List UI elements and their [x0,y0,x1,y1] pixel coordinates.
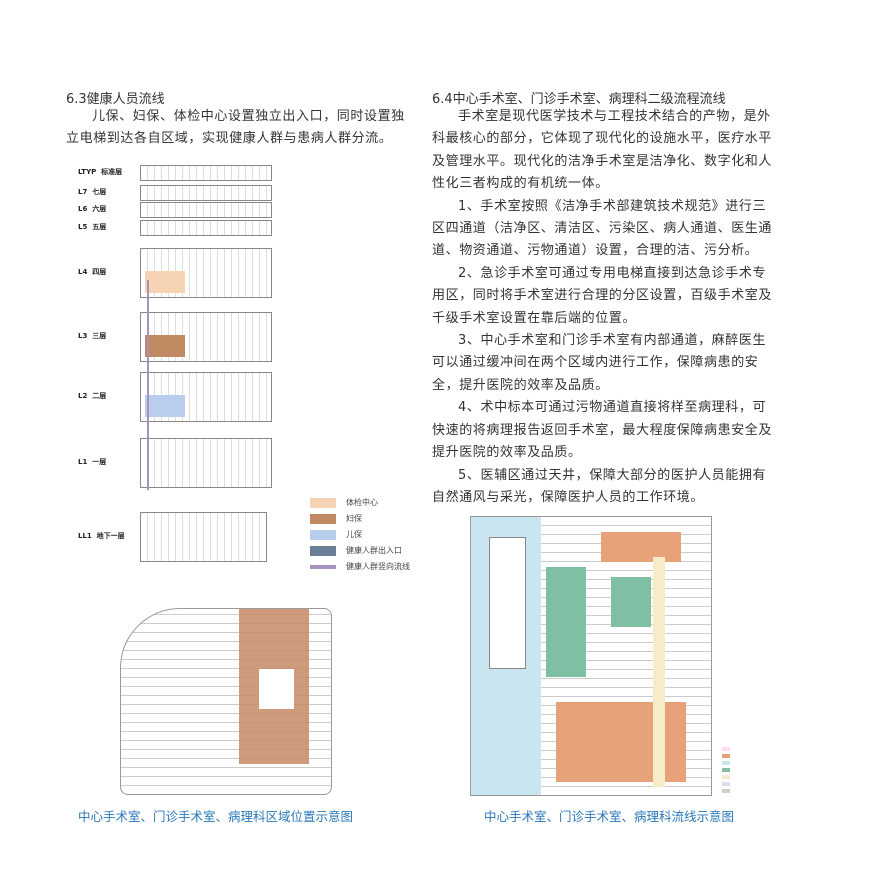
paragraph: 5、医辅区通过天井，保障大部分的医护人员能拥有自然通风与采光，保障医护人员的工作… [432,467,767,505]
legend-swatch [310,564,336,569]
legend-swatch [722,761,730,765]
vertical-flow-line [147,280,149,490]
paragraph: 手术室是现代医学技术与工程技术结合的产物，是外科最核心的部分，它体现了现代化的设… [432,109,773,192]
floor-name: 六层 [92,205,107,213]
surgery-area-location-plan [120,608,332,795]
legend-swatch [310,497,336,508]
legend-swatch [722,747,730,751]
legend-label: 儿保 [346,530,362,539]
legend-item: 健康人群竖向流线 [310,561,410,572]
floor-plan [140,220,272,236]
paragraph: 4、术中标本可通过污物通道直接将样至病理科，可快速的将病理报告返回手术室，最大程… [432,400,773,461]
floor-label: LTYP 标准层 [78,167,122,177]
floor-name: 三层 [92,332,107,340]
legend-swatch [722,768,730,772]
floor-code: L2 [78,392,88,400]
floor-name: 七层 [92,188,107,196]
legend-label: 妇保 [346,514,362,523]
courtyard [259,669,294,709]
legend-swatch [310,529,336,540]
legend-item: 儿保 [310,529,362,540]
highlight-zone [145,271,185,293]
legend-swatch [722,775,730,779]
floor-name: 四层 [92,268,107,276]
green-zone [546,567,586,677]
corridor [653,557,665,787]
floor-plan [140,248,272,298]
section-6-4-body: 手术室是现代医学技术与工程技术结合的产物，是外科最核心的部分，它体现了现代化的设… [432,106,772,509]
floor-code: L7 [78,188,88,196]
floor-plan [140,185,272,201]
green-zone [611,577,651,627]
floor-code: L5 [78,223,88,231]
legend-swatch [310,545,336,556]
floor-plan [140,372,272,422]
highlight-zone [145,395,185,417]
floor-label: L4 四层 [78,267,106,277]
legend-label: 体检中心 [346,498,378,507]
legend-item: 体检中心 [310,497,378,508]
floor-plan [140,438,272,488]
paragraph: 1、手术室按照《洁净手术部建筑技术规范》进行三区四通道（洁净区、清洁区、污染区、… [432,198,773,259]
legend-swatch [310,513,336,524]
floor-label: L2 二层 [78,391,106,401]
section-heading-6-4: 6.4中心手术室、门诊手术室、病理科二级流程流线 [432,92,726,107]
surgery-flow-plan [470,516,712,796]
floor-plan [140,202,272,218]
legend-swatch [722,789,730,793]
legend-label: 健康人群出入口 [346,546,402,555]
floor-code: L3 [78,332,88,340]
left-figure-caption: 中心手术室、门诊手术室、病理科区域位置示意图 [78,809,354,824]
floor-label: L7 七层 [78,187,106,197]
paragraph: 2、急诊手术室可通过专用电梯直接到达急诊手术专用区，同时将手术室进行合理的分区设… [432,265,773,326]
floor-label: L1 一层 [78,457,106,467]
atrium [489,537,526,669]
legend-swatch [722,782,730,786]
flow-plan-legend [722,744,772,796]
floor-code: LL1 [78,532,92,540]
floor-code: L1 [78,458,88,466]
floor-code: L4 [78,268,88,276]
orange-zone [601,532,681,562]
floor-name: 五层 [92,223,107,231]
right-figure-caption: 中心手术室、门诊手术室、病理科流线示意图 [484,809,735,824]
floor-code: LTYP [78,168,97,176]
paragraph: 儿保、妇保、体检中心设置独立出入口，同时设置独立电梯到达各自区域，实现健康人群与… [66,109,405,147]
floor-name: 标准层 [101,168,123,176]
paragraph: 3、中心手术室和门诊手术室有内部通道，麻醉医生可以通过缓冲间在两个区域内进行工作… [432,333,767,393]
legend-item: 健康人群出入口 [310,545,402,556]
section-6-3-body: 儿保、妇保、体检中心设置独立出入口，同时设置独立电梯到达各自区域，实现健康人群与… [66,106,411,151]
floor-plan [140,312,272,362]
floor-label: LL1 地下一层 [78,531,125,541]
floor-plan [140,512,267,562]
floor-label: L6 六层 [78,204,106,214]
legend-item: 妇保 [310,513,362,524]
legend-swatch [722,754,730,758]
floor-name: 一层 [92,458,107,466]
legend-label: 健康人群竖向流线 [346,562,410,571]
floor-plan [140,165,272,181]
orange-zone [556,702,686,782]
highlight-zone [145,335,185,357]
floor-name: 二层 [92,392,107,400]
floor-label: L5 五层 [78,222,106,232]
floor-code: L6 [78,205,88,213]
floor-name: 地下一层 [96,532,125,540]
floor-label: L3 三层 [78,331,106,341]
section-heading-6-3: 6.3健康人员流线 [66,92,165,107]
